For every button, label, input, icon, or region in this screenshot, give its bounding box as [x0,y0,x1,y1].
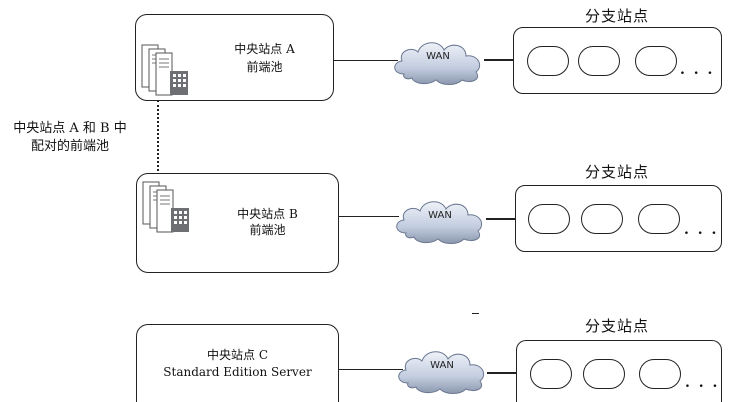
wan-cloud-a: WAN [390,34,486,86]
branch-node [527,46,569,76]
central-site-a: 中央站点 A 前端池 [135,14,334,101]
branch-node [578,46,620,76]
pair-note: 中央站点 A 和 B 中 配对的前端池 [0,120,140,156]
branch-site-b-title: 分支站点 [585,163,650,181]
wan-label-a: WAN [426,51,450,62]
pair-connector [157,100,159,175]
wan-cloud-c: WAN [394,343,490,395]
pair-note-line2: 配对的前端池 [30,139,109,154]
link-c-wan [339,369,403,370]
branch-site-c-title: 分支站点 [585,317,650,335]
wan-cloud-icon [398,351,485,394]
wan-cloud-icon [394,42,481,85]
link-wan-branch-c [487,372,517,374]
link-a-wan [334,60,398,61]
wan-cloud-b: WAN [392,193,488,245]
branch-node [635,46,677,76]
link-wan-branch-b [486,218,516,220]
wan-label-b: WAN [428,210,452,221]
more-nodes-ellipsis: . . . [684,222,719,238]
branch-site-b: . . . [515,185,722,252]
wan-cloud-icon [396,201,483,244]
more-nodes-ellipsis: . . . [685,375,720,391]
central-site-b: 中央站点 B 前端池 [136,173,339,273]
central-site-a-name: 中央站点 A [234,42,295,56]
branch-site-c: . . . [516,340,722,402]
central-site-b-name: 中央站点 B [237,207,298,221]
link-b-wan [339,216,399,217]
branch-node [583,359,625,389]
branch-node [530,359,572,389]
branch-site-a-title: 分支站点 [585,7,650,25]
link-wan-branch-a [484,59,514,61]
wan-label-c: WAN [430,360,454,371]
pair-note-line1: 中央站点 A 和 B 中 [13,121,127,136]
stray-mark [472,313,479,314]
branch-node [581,204,623,234]
server-stack-icon [140,41,196,101]
branch-site-a: . . . [513,27,722,94]
central-site-c: 中央站点 C Standard Edition Server [136,324,339,402]
central-site-b-pool-label: 前端池 [249,223,286,237]
branch-node [639,359,681,389]
central-site-c-server-label: Standard Edition Server [163,365,312,379]
branch-node [638,204,680,234]
branch-node [528,204,570,234]
central-site-a-pool-label: 前端池 [246,60,283,74]
more-nodes-ellipsis: . . . [680,62,715,78]
server-stack-icon [141,178,197,238]
central-site-c-name: 中央站点 C [207,348,268,362]
